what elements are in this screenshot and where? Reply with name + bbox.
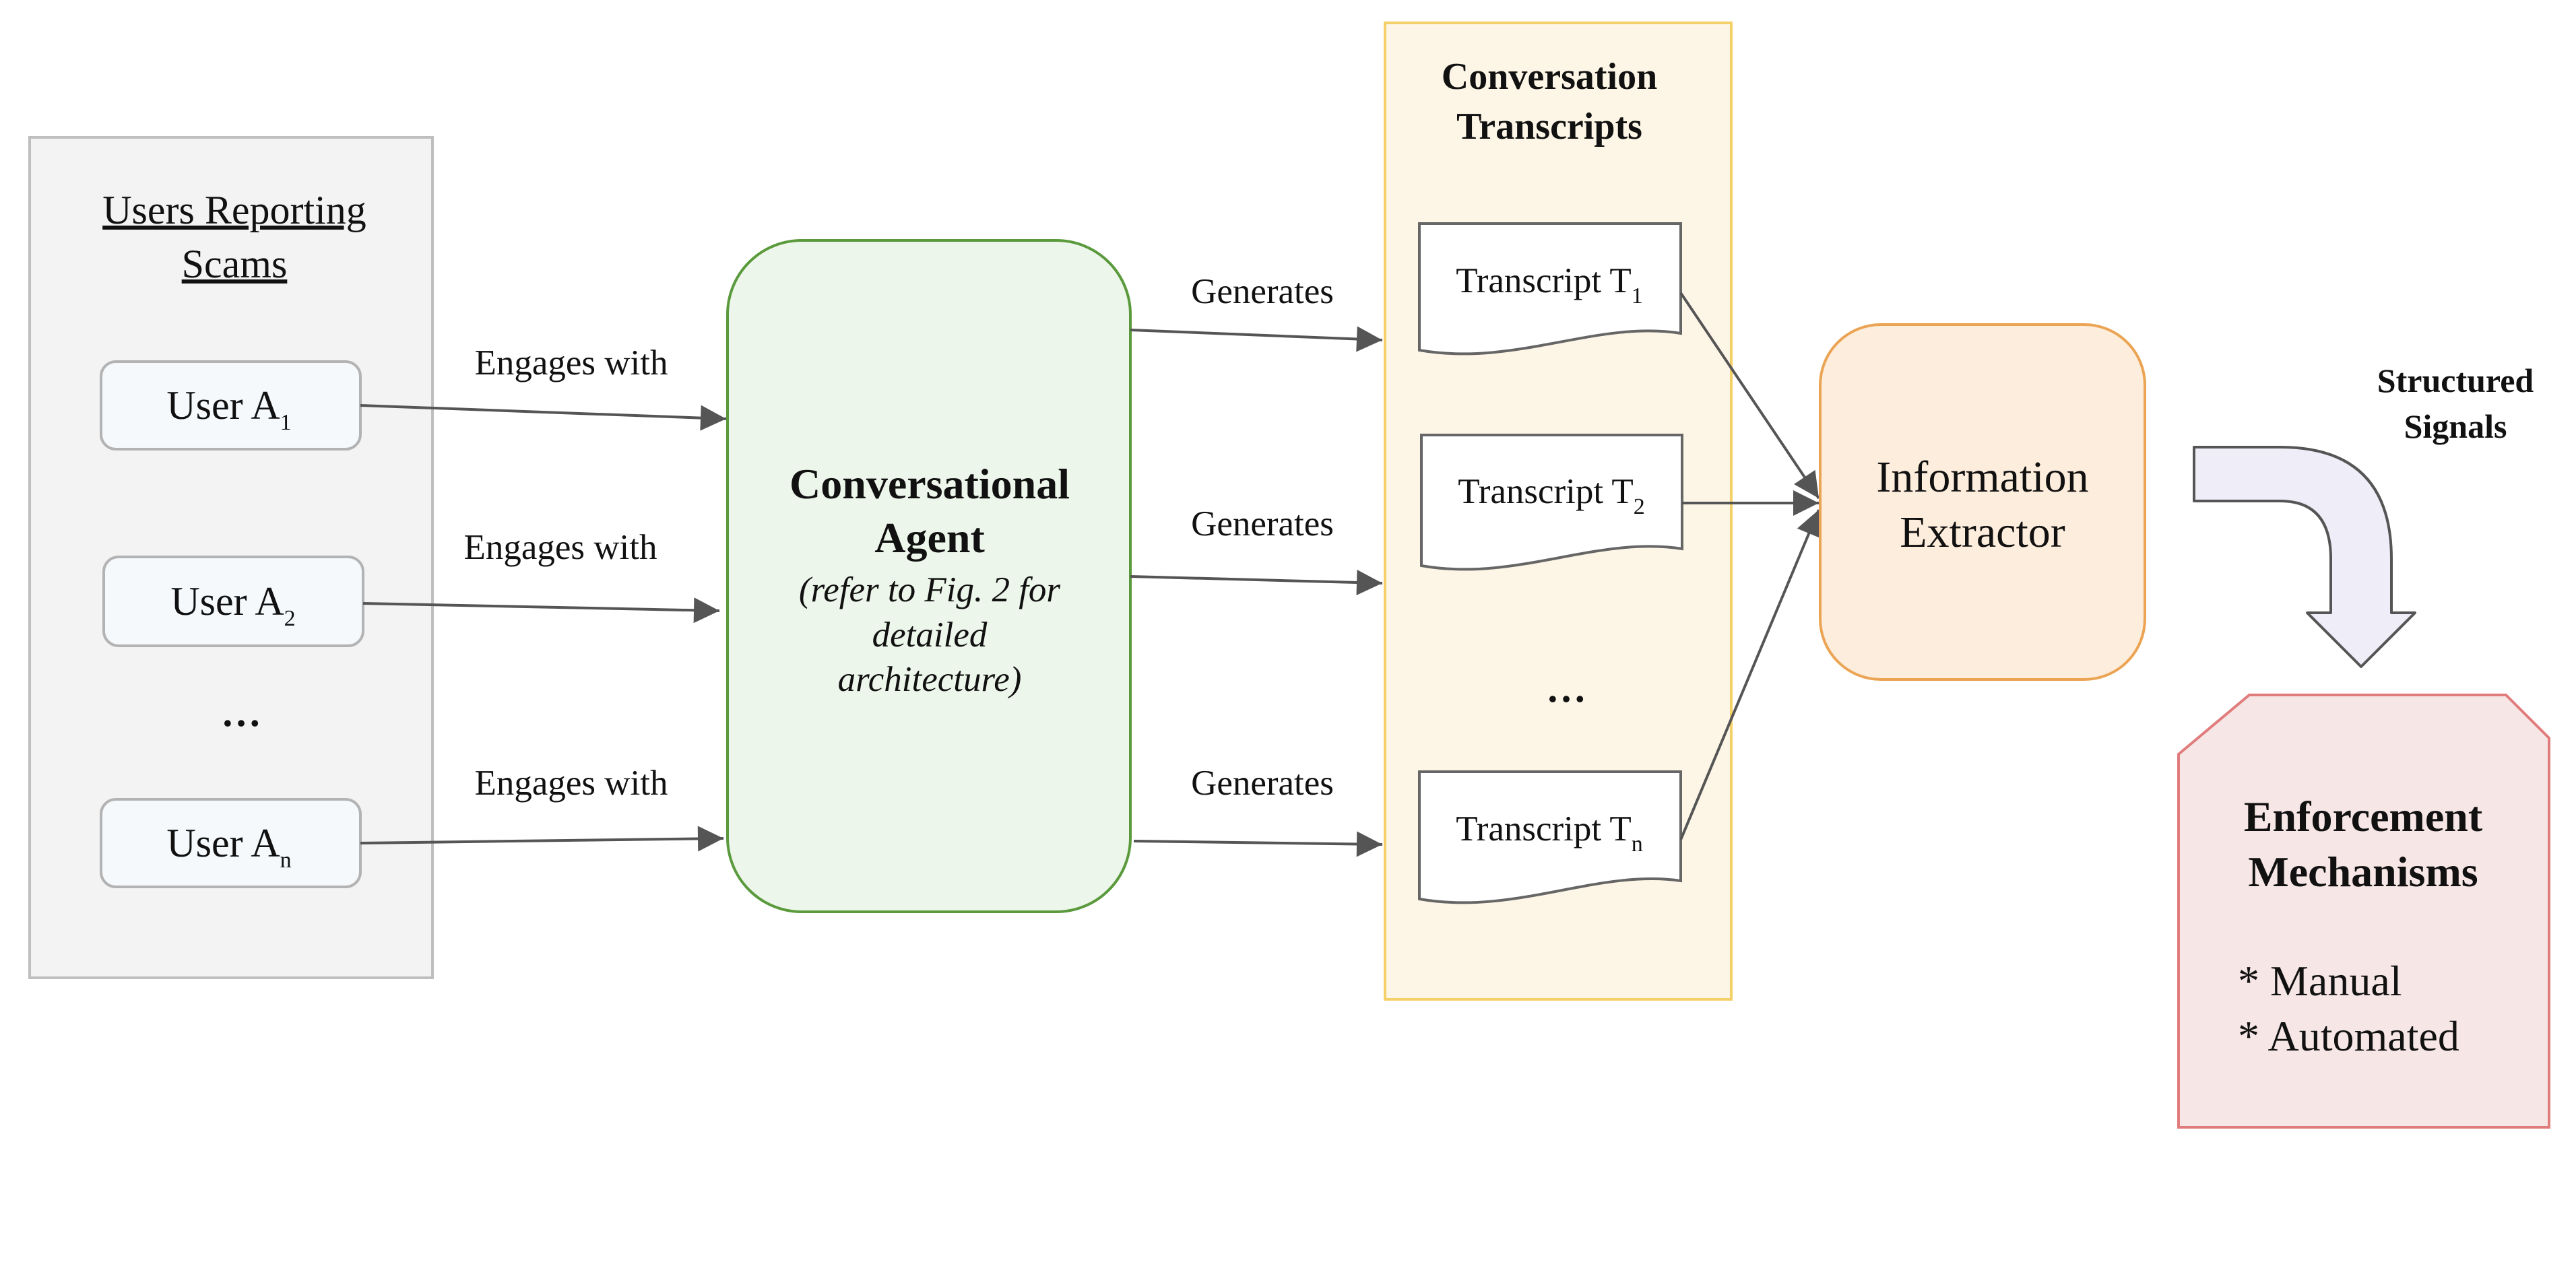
generates-label: Generates xyxy=(1191,272,1334,311)
engages-arrow xyxy=(362,597,720,624)
transcript-label: Transcript T xyxy=(1456,261,1632,300)
transcript-label: Transcript T xyxy=(1458,472,1634,511)
svg-text:Transcript Tn: Transcript Tn xyxy=(1456,809,1643,857)
generates-arrow xyxy=(1130,569,1383,595)
transcript-subscript: 2 xyxy=(1634,494,1645,519)
bend-arrow xyxy=(2193,446,2416,668)
enforcement-item: * Automated xyxy=(2238,1012,2459,1060)
user-label: User A xyxy=(170,579,284,624)
user-subscript: 2 xyxy=(284,606,296,631)
agent-note: (refer to Fig. 2 for xyxy=(799,570,1061,609)
users-ellipsis: … xyxy=(221,690,261,735)
conversational-agent: Conversational Agent (refer to Fig. 2 fo… xyxy=(726,239,1132,913)
transcripts-ellipsis: … xyxy=(1546,666,1586,710)
transcript-document: Transcript Tn xyxy=(1418,770,1682,904)
transcript-document: Transcript T2 xyxy=(1420,434,1683,571)
user-box: User An xyxy=(100,798,362,888)
agent-title: Agent xyxy=(874,514,985,562)
extract-arrow xyxy=(1679,292,1820,500)
users-panel: Users Reporting Scams User A1 User A2 … … xyxy=(28,136,434,979)
generates-arrow xyxy=(1130,326,1383,352)
generates-label: Generates xyxy=(1191,764,1334,803)
agent-note: architecture) xyxy=(838,660,1022,699)
enforcement-title: Enforcement xyxy=(2244,793,2483,840)
transcript-subscript: 1 xyxy=(1632,284,1643,308)
svg-text:User A1: User A1 xyxy=(166,383,291,435)
engages-label: Engages with xyxy=(463,528,657,567)
user-subscript: n xyxy=(280,848,292,873)
users-panel-title: Users Reporting xyxy=(102,188,366,232)
engages-label: Engages with xyxy=(474,343,668,382)
transcript-label: Transcript T xyxy=(1456,809,1632,848)
extractor-label: Information xyxy=(1876,453,2088,502)
information-extractor: Information Extractor xyxy=(1819,323,2146,681)
users-panel-title: Scams xyxy=(182,242,288,286)
svg-text:User A2: User A2 xyxy=(170,579,295,631)
enforcement-box xyxy=(2177,694,2550,1129)
svg-text:Transcript T2: Transcript T2 xyxy=(1458,472,1645,519)
agent-box xyxy=(726,239,1132,913)
generates-arrow xyxy=(1133,831,1383,857)
extract-arrow xyxy=(1679,509,1821,840)
enforcement-title: Mechanisms xyxy=(2248,848,2478,896)
transcripts-panel: Conversation Transcripts Transcript T1 T… xyxy=(1384,22,1733,1001)
extractor-box xyxy=(1819,323,2146,681)
user-label: User A xyxy=(166,821,280,865)
extractor-label: Extractor xyxy=(1900,508,2065,557)
signals-label: Signals xyxy=(2404,407,2507,445)
svg-text:User An: User An xyxy=(166,821,291,873)
engages-arrow xyxy=(360,826,724,852)
user-box: User A1 xyxy=(100,360,362,451)
enforcement-mechanisms: Enforcement Mechanisms * Manual * Automa… xyxy=(2177,694,2550,1129)
engages-arrow xyxy=(360,404,727,431)
svg-text:Transcript T1: Transcript T1 xyxy=(1456,261,1643,308)
user-label: User A xyxy=(166,383,280,428)
engages-label: Engages with xyxy=(474,764,668,803)
user-subscript: 1 xyxy=(280,410,292,435)
transcript-document: Transcript T1 xyxy=(1418,222,1682,356)
user-box: User A2 xyxy=(102,556,364,647)
transcript-subscript: n xyxy=(1632,832,1643,857)
enforcement-item: * Manual xyxy=(2238,957,2402,1005)
signals-label: Structured xyxy=(2377,362,2534,399)
agent-note: detailed xyxy=(872,615,988,655)
agent-title: Conversational xyxy=(790,460,1070,508)
transcripts-panel-title: Transcripts xyxy=(1456,106,1642,147)
generates-label: Generates xyxy=(1191,504,1334,543)
transcripts-panel-title: Conversation xyxy=(1442,56,1657,98)
